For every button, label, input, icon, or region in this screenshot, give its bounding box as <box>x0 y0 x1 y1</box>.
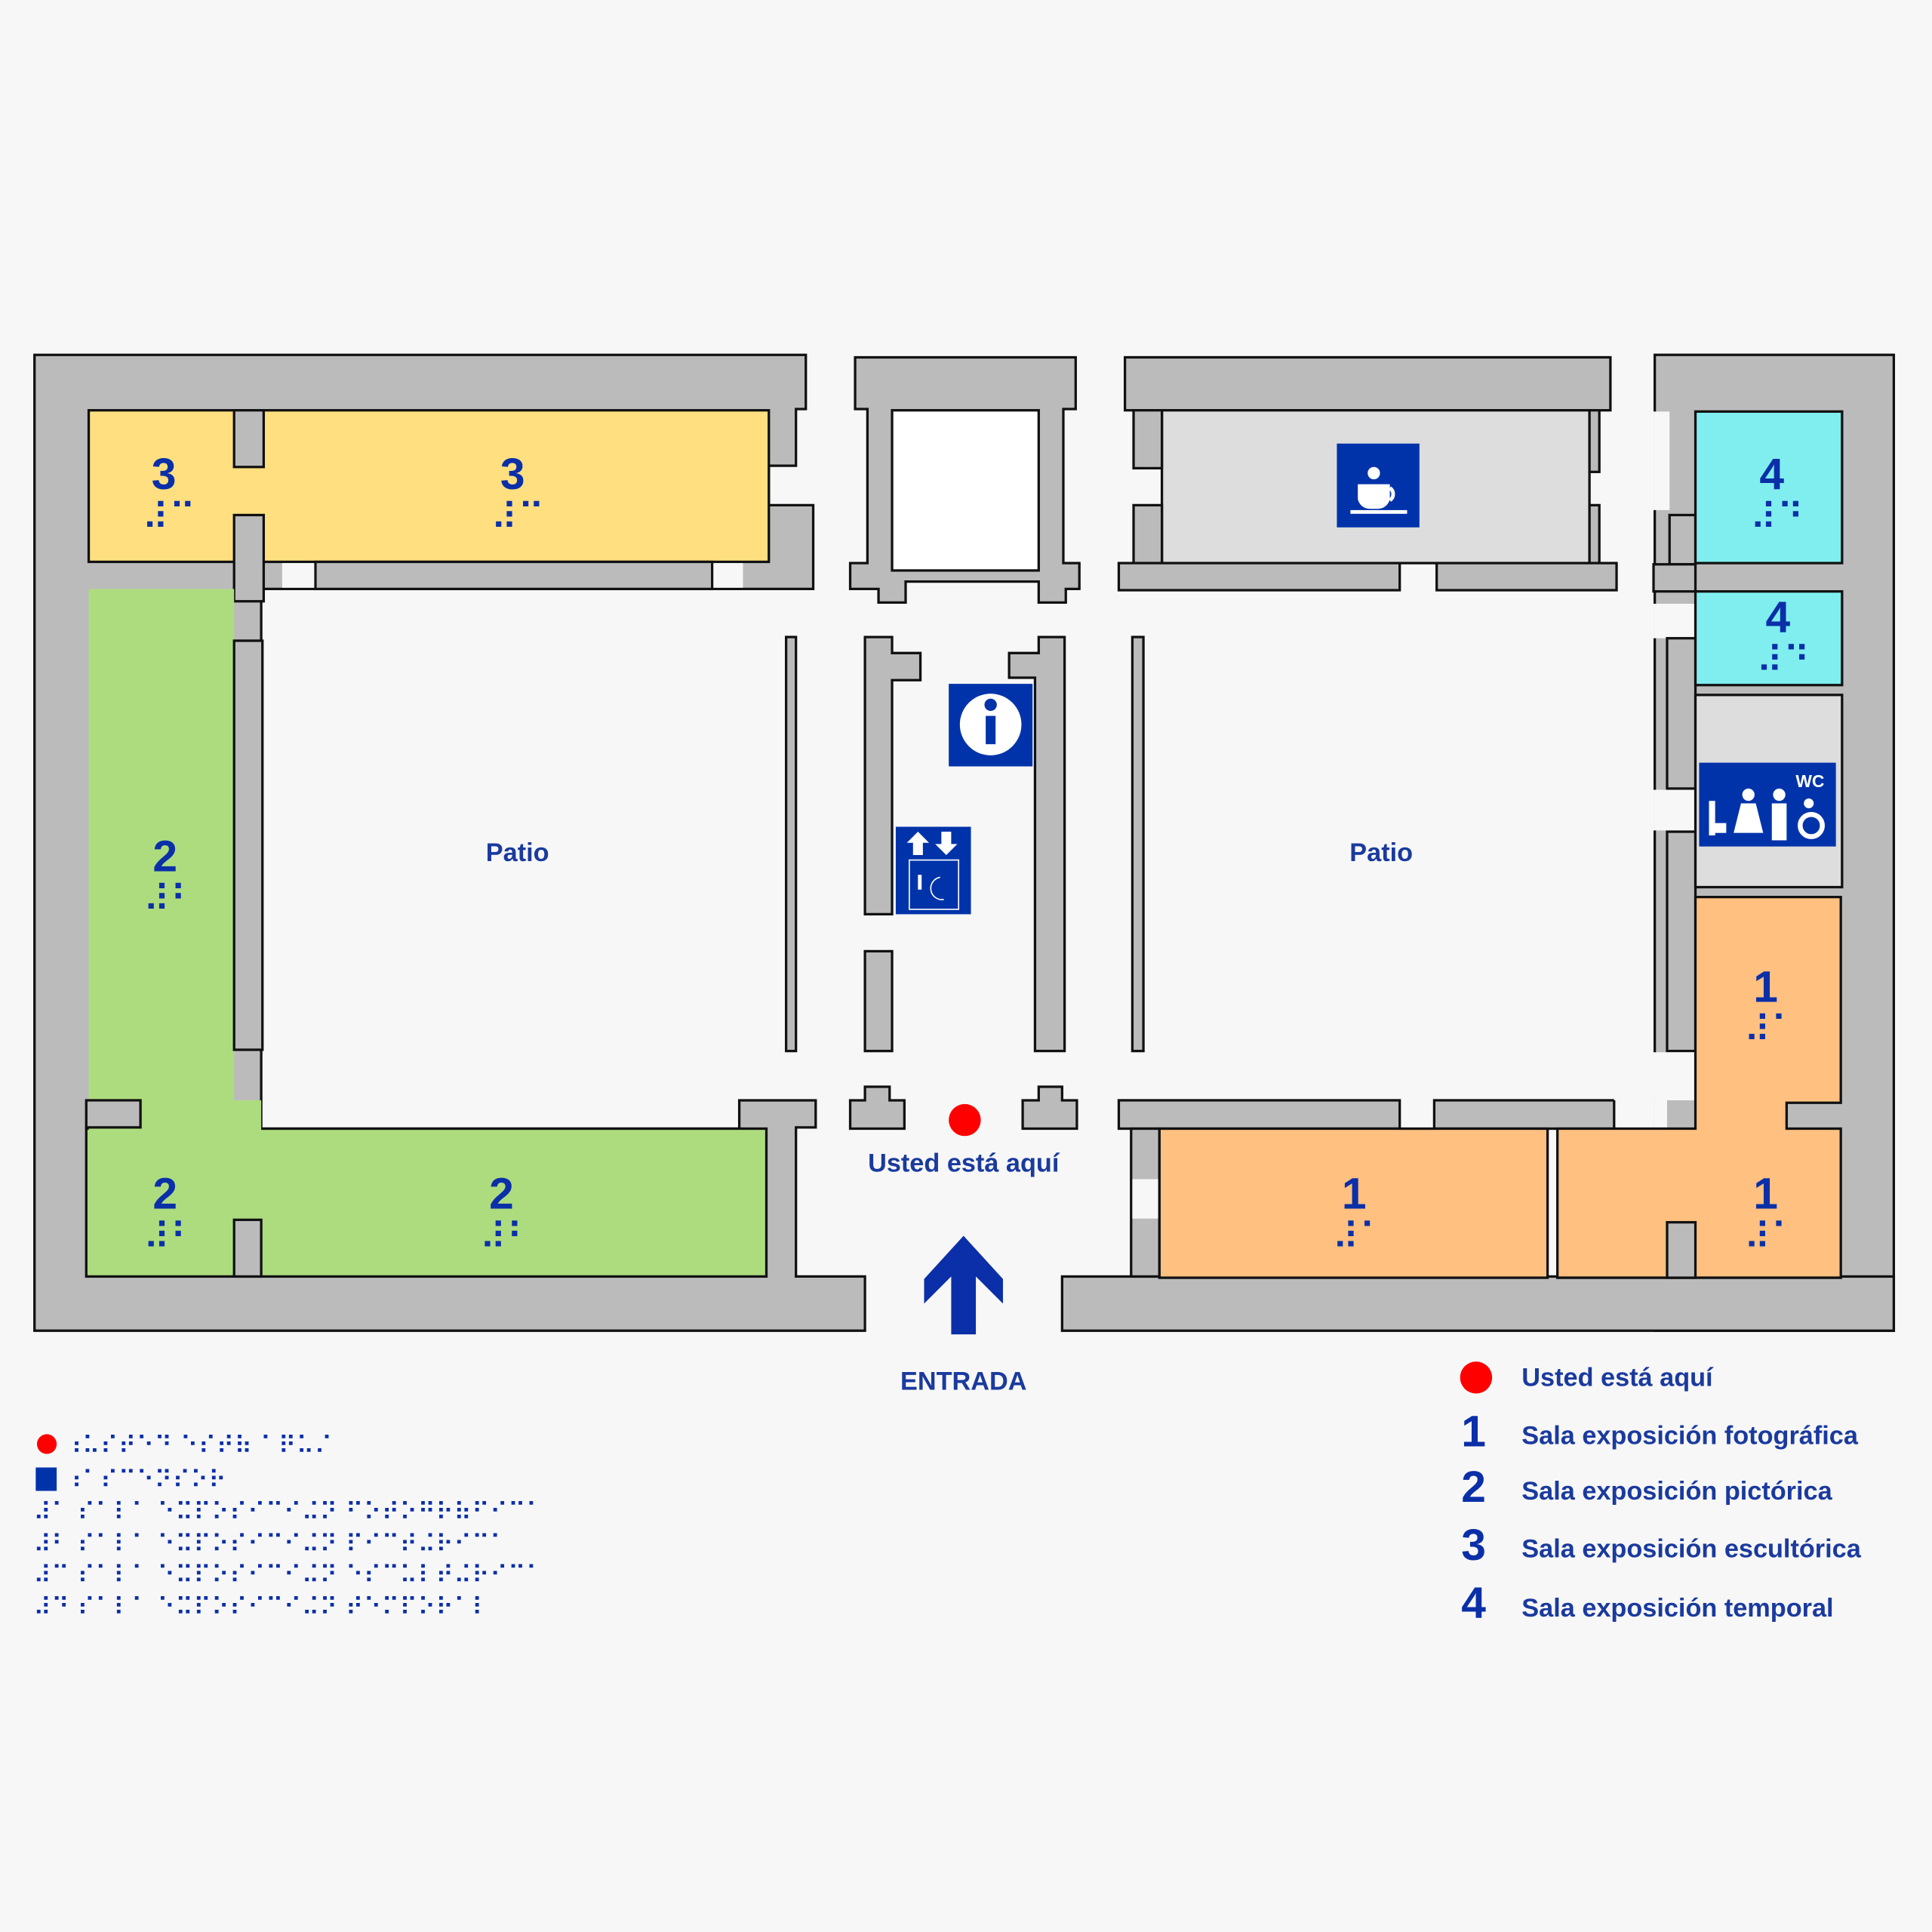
braille-line: ⠼⠁ ⠎⠁⠇⠁ ⠑⠭⠏⠕⠎⠊⠉⠊⠬⠝ ⠋⠕⠞⠕⠛⠗⠷⠋⠊⠉⠁ <box>33 1498 544 1527</box>
room-braille-label: ⠼⠙ <box>1756 638 1810 681</box>
room-braille-label: ⠼⠁ <box>1332 1216 1386 1259</box>
right-wing: WC <box>1060 353 1896 1332</box>
svg-text:WC: WC <box>1795 771 1824 791</box>
entrance-arrow-icon <box>924 1235 1003 1335</box>
legend-label: Sala exposición escultórica <box>1521 1535 1861 1564</box>
entrance-label: ENTRADA <box>900 1367 1027 1396</box>
room-braille-label: ⠼⠃ <box>143 1216 197 1259</box>
here-dot-icon <box>36 1434 57 1454</box>
room-braille-label: ⠼⠉ <box>142 496 196 539</box>
braille-line: ⠼⠉ ⠎⠁⠇⠁ ⠑⠭⠏⠕⠎⠊⠉⠊⠬⠝ ⠑⠎⠉⠥⠇⠞⠬⠗⠊⠉⠁ <box>33 1561 544 1589</box>
room-braille-label: ⠼⠁ <box>1743 1008 1798 1051</box>
legend-label: Sala exposición fotográfica <box>1521 1421 1859 1450</box>
braille-legend: ⠰⠥⠎⠞⠑⠙ ⠑⠎⠞⠷ ⠁⠟⠥⠌ ⠰⠁⠎⠉⠑⠝⠎⠕⠗ ⠼⠁ ⠎⠁⠇⠁ ⠑⠭⠏⠕⠎⠊⠉… <box>33 1432 544 1622</box>
room-2-horizontal[interactable] <box>85 1127 768 1278</box>
room-number-label: 1 <box>1753 962 1778 1011</box>
room-1-right[interactable] <box>1556 895 1842 1279</box>
room-number-label: 2 <box>152 832 177 881</box>
legend-label: Sala exposición pictórica <box>1521 1477 1832 1506</box>
left-wing <box>33 353 866 1332</box>
room-number-label: 1 <box>1342 1170 1367 1219</box>
room-number-label: 3 <box>500 450 525 499</box>
patio-left-label: Patio <box>486 838 549 867</box>
room-number-label: 4 <box>1759 450 1784 499</box>
room-number-label: 2 <box>152 1170 177 1219</box>
room-braille-label: ⠼⠉ <box>491 496 545 539</box>
room-braille-label: ⠼⠃ <box>479 1216 534 1259</box>
room-1-bottom[interactable] <box>1158 1127 1549 1279</box>
white-room[interactable] <box>891 409 1040 572</box>
information-icon[interactable] <box>949 684 1033 767</box>
room-braille-label: ⠼⠙ <box>1749 496 1804 539</box>
legend-key: 2 <box>1461 1463 1486 1512</box>
room-number-label: 4 <box>1766 593 1791 642</box>
you-are-here-label: Usted está aquí <box>868 1149 1060 1178</box>
braille-line: ⠼⠃ ⠎⠁⠇⠁ ⠑⠭⠏⠕⠎⠊⠉⠊⠬⠝ ⠏⠊⠉⠞⠬⠗⠊⠉⠁ <box>33 1530 508 1558</box>
room-number-label: 1 <box>1753 1170 1778 1219</box>
braille-line: ⠰⠥⠎⠞⠑⠙ ⠑⠎⠞⠷ ⠁⠟⠥⠌ <box>64 1432 332 1460</box>
room-braille-label: ⠼⠃ <box>143 878 197 921</box>
legend-key: 4 <box>1461 1579 1486 1628</box>
room-2-vertical[interactable] <box>88 589 235 1129</box>
room-3a[interactable] <box>87 409 771 564</box>
braille-line: ⠰⠁⠎⠉⠑⠝⠎⠕⠗ <box>64 1466 226 1494</box>
patio-right-label: Patio <box>1349 838 1413 867</box>
center-block: Usted está aquí ENTRADA <box>848 355 1081 1396</box>
room-4b[interactable] <box>1694 590 1844 687</box>
room-labels: 3⠼⠉3⠼⠉2⠼⠃2⠼⠃2⠼⠃4⠼⠙4⠼⠙1⠼⠁1⠼⠁1⠼⠁ <box>142 450 1810 1258</box>
legend-key: 1 <box>1461 1407 1486 1457</box>
room-braille-label: ⠼⠁ <box>1743 1216 1798 1259</box>
legend-key: ● <box>0 0 1 1</box>
legend-key: 3 <box>1461 1521 1486 1570</box>
you-are-here-marker <box>949 1103 981 1137</box>
braille-line: ⠼⠙ ⠎⠁⠇⠁ ⠑⠭⠏⠕⠎⠊⠉⠊⠬⠝ ⠞⠑⠍⠏⠕⠗⠁⠇ <box>33 1592 490 1621</box>
room-number-label: 3 <box>152 450 177 499</box>
legend-here-dot <box>1460 1361 1493 1394</box>
legend-label: Sala exposición temporal <box>1521 1594 1833 1623</box>
elevator-icon[interactable] <box>895 826 971 915</box>
room-4a[interactable] <box>1694 410 1844 565</box>
legend-label: Usted está aquí <box>1521 1364 1714 1392</box>
elevator-mini-icon <box>35 1467 57 1491</box>
cafe-icon[interactable] <box>1337 443 1420 528</box>
wc-accessible-icon[interactable]: WC <box>1699 762 1836 847</box>
room-number-label: 2 <box>489 1170 514 1219</box>
